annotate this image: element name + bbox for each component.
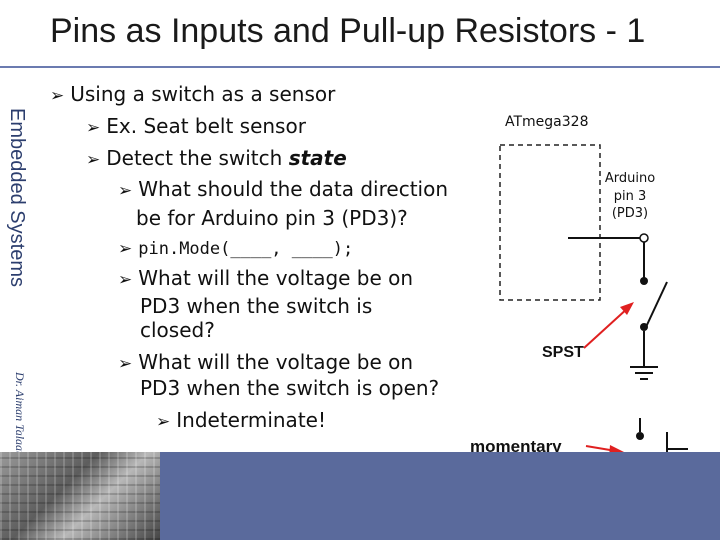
atmega-chip-outline bbox=[499, 144, 601, 301]
spst-label: SPST bbox=[542, 344, 584, 361]
bullet-1-text: Using a switch as a sensor bbox=[70, 82, 336, 106]
bullet-arrow-icon: ➢ bbox=[156, 412, 171, 432]
bullet-arrow-icon: ➢ bbox=[118, 181, 133, 201]
title-divider bbox=[0, 66, 720, 68]
bullet-arrow-icon: ➢ bbox=[118, 270, 133, 290]
spst-switch-lever bbox=[645, 281, 668, 328]
bullet-arrow-icon: ➢ bbox=[118, 354, 133, 374]
bullet-4: ➢What should the data direction bbox=[118, 179, 448, 200]
bullet-8-text: Indeterminate! bbox=[176, 408, 326, 432]
bullet-6-line2: PD3 when the switch is bbox=[140, 294, 373, 318]
pin-3-terminal bbox=[639, 233, 649, 243]
bullet-6: ➢What will the voltage be on bbox=[118, 268, 413, 289]
bullet-1: ➢Using a switch as a sensor bbox=[50, 84, 335, 105]
momentary-top-contact bbox=[636, 432, 644, 440]
bullet-arrow-icon: ➢ bbox=[118, 239, 133, 259]
bullet-arrow-icon: ➢ bbox=[86, 118, 101, 138]
bullet-2-text: Ex. Seat belt sensor bbox=[106, 114, 306, 138]
bullet-7-line2: PD3 when the switch is open? bbox=[140, 376, 440, 400]
pin-label-line2: pin 3 bbox=[613, 188, 647, 204]
bullet-3-text: Detect the switch bbox=[106, 146, 289, 170]
bullet-5: ➢pin.Mode(____, ____); bbox=[118, 237, 353, 258]
bullet-arrow-icon: ➢ bbox=[86, 150, 101, 170]
footer-bar bbox=[160, 452, 720, 540]
spst-pointer-arrow bbox=[583, 306, 630, 349]
pin-label-line3: (PD3) bbox=[611, 206, 649, 222]
pinmode-code: pin.Mode(____, ____); bbox=[138, 239, 354, 259]
momentary-label: momentary bbox=[470, 437, 562, 456]
bullet-7-text-line1: What will the voltage be on bbox=[138, 350, 414, 374]
author-label: Dr. Aiman Talaat bbox=[13, 372, 27, 455]
switch-bottom-contact bbox=[640, 323, 648, 331]
pin-label: Arduino pin 3 (PD3) bbox=[598, 170, 662, 223]
bullet-3-emphasis: state bbox=[288, 146, 347, 170]
bullet-4-text-line1: What should the data direction bbox=[138, 177, 449, 201]
bullet-4-line2: be for Arduino pin 3 (PD3)? bbox=[136, 206, 408, 230]
side-label: Embedded Systems bbox=[6, 108, 28, 287]
chip-label: ATmega328 bbox=[505, 114, 589, 130]
bullet-6-line3: closed? bbox=[140, 318, 215, 342]
bullet-2: ➢Ex. Seat belt sensor bbox=[86, 116, 306, 137]
bullet-6-text-line1: What will the voltage be on bbox=[138, 266, 414, 290]
switch-top-contact bbox=[640, 277, 648, 285]
slide-title: Pins as Inputs and Pull-up Resistors - 1 bbox=[50, 12, 646, 50]
chip-photo-image bbox=[0, 452, 160, 540]
bullet-arrow-icon: ➢ bbox=[50, 86, 65, 106]
spst-arrowhead-icon bbox=[620, 302, 634, 315]
left-band bbox=[0, 0, 48, 450]
bullet-8: ➢Indeterminate! bbox=[156, 410, 326, 431]
bullet-7: ➢What will the voltage be on bbox=[118, 352, 413, 373]
bullet-3: ➢Detect the switch state bbox=[86, 148, 347, 169]
pin-label-line1: Arduino bbox=[604, 171, 656, 186]
momentary-pointer-arrow bbox=[585, 445, 617, 452]
